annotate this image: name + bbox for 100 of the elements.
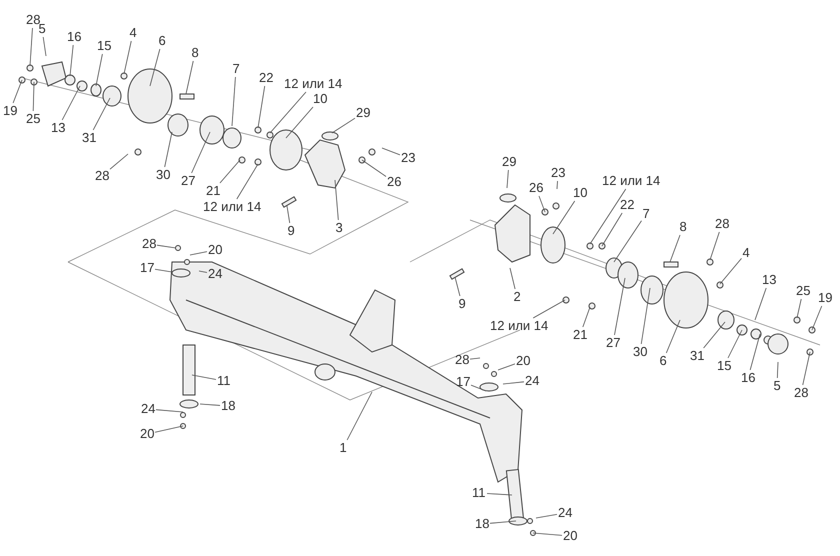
callout-number: 27 — [606, 336, 620, 350]
callout-number: 4 — [130, 26, 137, 40]
callout-number: 28 — [794, 386, 808, 400]
leader-line — [220, 160, 240, 184]
callout-number: 12 или 14 — [602, 174, 660, 188]
leader-line — [42, 36, 46, 56]
leader-line — [614, 278, 626, 336]
callout-number: 31 — [82, 131, 96, 145]
leader-line — [490, 520, 516, 524]
callout-number: 11 — [472, 486, 486, 500]
callout-number: 2 — [514, 290, 521, 304]
callout-number: 27 — [181, 174, 196, 188]
leader-line — [332, 118, 356, 134]
leader-line — [486, 493, 512, 496]
leader-line — [236, 164, 258, 200]
leader-line — [720, 258, 742, 284]
callout-number: 19 — [818, 291, 832, 305]
callout-number: 9 — [288, 224, 295, 238]
leader-line — [614, 220, 642, 262]
leader-line — [532, 300, 566, 318]
callout-number: 22 — [259, 71, 274, 85]
callout-number: 7 — [642, 207, 650, 221]
callout-number: 12 или 14 — [284, 77, 342, 91]
callout-number: 16 — [67, 30, 82, 44]
leader-line — [602, 212, 623, 246]
leader-line — [382, 148, 400, 156]
leader-line — [286, 206, 290, 224]
callout-number: 6 — [660, 354, 667, 368]
leader-line — [346, 392, 372, 440]
leader-line — [498, 363, 516, 370]
callout-number: 3 — [336, 221, 343, 235]
leader-line — [156, 409, 184, 412]
leader-line — [670, 234, 680, 262]
leader-line — [470, 358, 480, 360]
callout-number: 16 — [741, 371, 756, 385]
leader-line — [286, 106, 314, 138]
callout-number: 28 — [95, 169, 110, 183]
callout-number: 31 — [690, 349, 704, 363]
callout-number: 21 — [206, 184, 220, 198]
callout-number: 10 — [313, 92, 328, 106]
leader-line — [92, 98, 110, 130]
leader-line — [164, 132, 172, 168]
leader-line — [186, 60, 194, 94]
callout-number: 28 — [142, 237, 156, 251]
leader-line — [552, 200, 576, 234]
leader-line — [191, 132, 210, 174]
leader-line — [538, 196, 546, 212]
callout-number: 13 — [51, 121, 66, 135]
leader-line — [582, 306, 590, 328]
leader-line — [470, 384, 486, 392]
leader-line — [62, 86, 80, 120]
leader-line — [590, 188, 626, 244]
leader-line — [502, 381, 524, 384]
leader-line — [536, 514, 558, 518]
callout-number: 26 — [387, 175, 402, 189]
leader-line — [750, 334, 760, 370]
leader-line — [32, 82, 34, 112]
leader-line — [802, 352, 810, 386]
callout-number: 18 — [221, 399, 236, 413]
leader-line — [362, 160, 386, 177]
leader-line — [30, 28, 33, 66]
callout-number: 24 — [208, 267, 222, 281]
callout-number: 21 — [573, 328, 588, 342]
leader-line — [150, 48, 160, 86]
callout-number: 7 — [232, 62, 240, 76]
leader-line — [728, 330, 742, 358]
leader-line — [812, 306, 822, 330]
callout-number: 4 — [742, 246, 750, 260]
leader-line — [776, 362, 778, 378]
leader-line — [796, 298, 802, 318]
leader-line — [710, 232, 720, 260]
callout-number: 6 — [158, 34, 166, 48]
leader-line — [454, 276, 460, 296]
leader-line — [200, 404, 220, 406]
callout-number: 20 — [563, 529, 578, 543]
leader-line — [232, 76, 236, 126]
callout-number: 1 — [340, 441, 347, 455]
leader-line — [270, 92, 306, 134]
callout-number: 28 — [455, 353, 470, 367]
callout-number: 23 — [401, 151, 416, 165]
leader-line — [258, 86, 266, 128]
callout-number: 11 — [217, 374, 230, 388]
callout-number: 17 — [456, 375, 470, 389]
leader-line — [640, 288, 650, 344]
callout-number: 25 — [26, 112, 40, 126]
leader-line — [556, 180, 558, 190]
callout-number: 20 — [516, 354, 530, 368]
callout-number: 19 — [3, 104, 18, 118]
callout-number: 8 — [192, 46, 199, 60]
callout-number: 12 или 14 — [203, 200, 262, 214]
callout-number: 22 — [620, 198, 634, 212]
callout-number: 12 или 14 — [490, 319, 548, 333]
callout-number: 9 — [458, 297, 466, 311]
callout-number: 20 — [140, 427, 154, 441]
callout-number: 15 — [97, 39, 112, 53]
callout-number: 17 — [140, 261, 154, 275]
leader-line — [198, 270, 208, 273]
callout-number: 8 — [680, 220, 687, 234]
leader-line — [666, 320, 680, 354]
callout-number: 24 — [525, 374, 540, 388]
